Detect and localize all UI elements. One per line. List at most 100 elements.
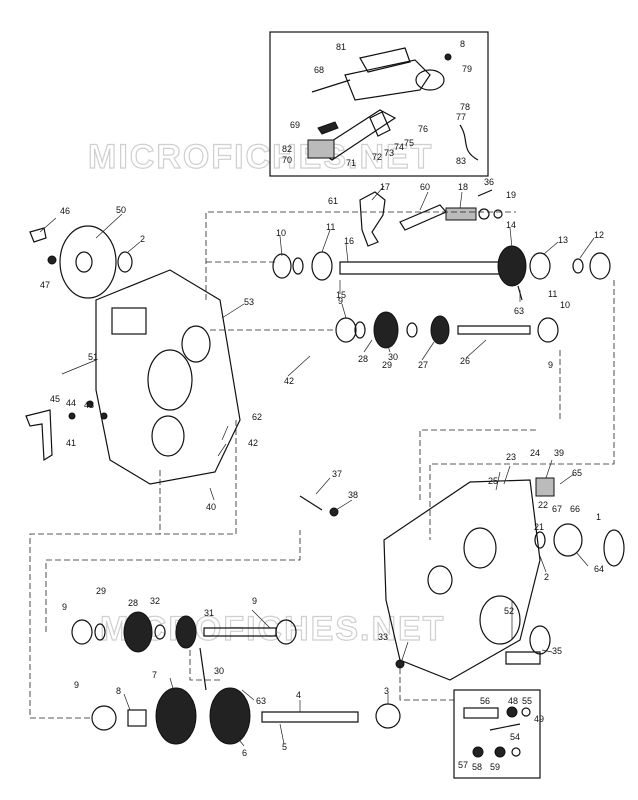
part-label: 2 [544, 572, 549, 582]
part-label: 53 [244, 297, 254, 307]
part-label: 31 [204, 608, 214, 618]
part-label: 14 [506, 220, 516, 230]
part-label: 60 [420, 182, 430, 192]
part-label: 9 [62, 602, 67, 612]
part-label: 9 [548, 360, 553, 370]
part-label: 9 [74, 680, 79, 690]
part-label: 48 [508, 696, 518, 706]
part-label: 11 [326, 222, 335, 232]
part-label: 70 [282, 155, 292, 165]
part-label: 50 [116, 205, 126, 215]
bottom-shaft-4 [91, 647, 401, 745]
part-label: 44 [66, 398, 76, 408]
part-label: 46 [60, 206, 70, 216]
part-label: 33 [378, 632, 388, 642]
part-label: 38 [348, 490, 358, 500]
part-label: 35 [552, 646, 562, 656]
part-label: 42 [248, 438, 258, 448]
part-label: 29 [96, 586, 106, 596]
part-label: 18 [458, 182, 468, 192]
part-label: 37 [332, 469, 342, 479]
part-label: 9 [338, 296, 343, 306]
part-label: 17 [380, 182, 390, 192]
part-label: 54 [510, 732, 520, 742]
lower-shaft-31 [71, 611, 297, 653]
part-label: 3 [384, 686, 389, 696]
watermark-bottom: MICROFICHES.NET [100, 610, 445, 648]
part-label: 25 [488, 476, 498, 486]
inset-box-top [269, 31, 489, 177]
part-label: 39 [554, 448, 564, 458]
part-label: 41 [66, 438, 76, 448]
part-label: 15 [336, 290, 346, 300]
part-label: 13 [558, 235, 568, 245]
inset-box-bottom [453, 689, 541, 779]
part-label: 76 [418, 124, 428, 134]
inset-shaft-assembly [307, 47, 479, 161]
part-label: 30 [388, 352, 398, 362]
part-label: 69 [290, 120, 300, 130]
bracket-45 [25, 400, 108, 462]
dashed-routing-lines [29, 211, 615, 719]
part-label: 47 [40, 280, 50, 290]
part-label: 29 [382, 360, 392, 370]
part-label: 36 [484, 177, 494, 187]
part-label: 68 [314, 65, 324, 75]
part-label: 12 [594, 230, 604, 240]
part-label: 9 [252, 596, 257, 606]
part-label: 8 [460, 39, 465, 49]
part-label: 82 [282, 144, 292, 154]
part-label: 2 [140, 234, 145, 244]
leader-lines [39, 185, 595, 747]
part-label: 75 [404, 138, 414, 148]
part-label: 28 [128, 598, 138, 608]
upper-shaft-assembly [272, 245, 611, 301]
part-label: 74 [394, 142, 404, 152]
part-label: 40 [206, 502, 216, 512]
right-housing [299, 477, 625, 681]
part-label: 62 [252, 412, 262, 422]
part-label: 6 [242, 748, 247, 758]
part-label: 55 [522, 696, 532, 706]
inset-bottom-parts [463, 706, 531, 758]
part-label: 67 [552, 504, 562, 514]
part-label: 42 [284, 376, 294, 386]
part-label: 58 [472, 762, 482, 772]
part-label: 61 [328, 196, 338, 206]
part-label: 56 [480, 696, 490, 706]
part-label: 10 [560, 300, 570, 310]
part-label: 8 [116, 686, 121, 696]
part-label: 72 [372, 152, 382, 162]
part-label: 63 [256, 696, 266, 706]
part-label: 24 [530, 448, 540, 458]
part-label: 79 [462, 64, 472, 74]
part-label: 16 [344, 236, 354, 246]
part-label: 77 [456, 112, 466, 122]
left-housing [95, 269, 241, 485]
pulley-group [29, 225, 133, 299]
part-label: 45 [50, 394, 60, 404]
part-label: 7 [152, 670, 157, 680]
part-label: 21 [534, 522, 544, 532]
middle-shaft-assembly [335, 311, 559, 349]
part-label: 51 [88, 352, 98, 362]
part-label: 19 [506, 190, 516, 200]
part-label: 63 [514, 306, 524, 316]
part-label: 81 [336, 42, 346, 52]
part-label: 71 [346, 158, 356, 168]
part-label: 73 [384, 148, 394, 158]
part-label: 10 [276, 228, 286, 238]
part-label: 4 [296, 690, 301, 700]
part-label: 52 [504, 606, 514, 616]
part-label: 49 [534, 714, 544, 724]
part-label: 59 [490, 762, 500, 772]
part-label: 27 [418, 360, 428, 370]
part-label: 64 [594, 564, 604, 574]
part-label: 78 [460, 102, 470, 112]
part-label: 43 [84, 400, 94, 410]
part-label: 1 [596, 512, 601, 522]
part-label: 26 [460, 356, 470, 366]
part-label: 5 [282, 742, 287, 752]
part-labels: 81 8 68 79 78 77 76 75 74 73 72 71 70 82… [40, 39, 604, 772]
